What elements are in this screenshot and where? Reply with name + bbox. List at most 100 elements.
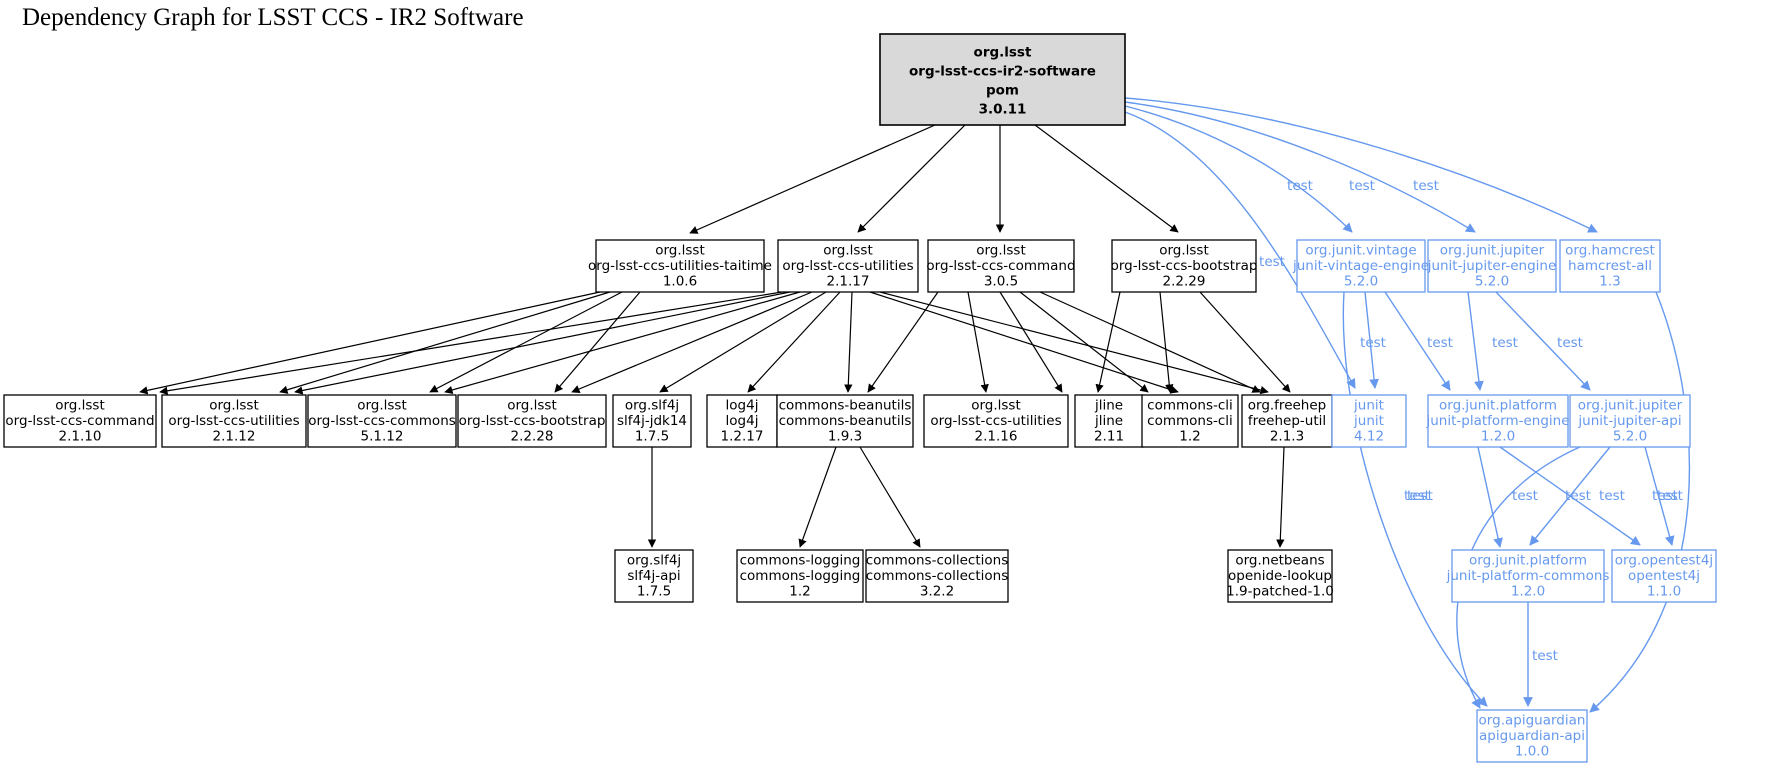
node-label-line: org-lsst-ccs-utilities bbox=[782, 258, 913, 274]
node-label-line: 2.2.29 bbox=[1163, 273, 1206, 289]
node-label-line: commons-beanutils bbox=[779, 397, 912, 413]
node-box[interactable] bbox=[1427, 239, 1557, 293]
node-box[interactable] bbox=[595, 239, 765, 293]
edge-label-test: test bbox=[1404, 488, 1430, 504]
node-label-line: commons-cli bbox=[1147, 397, 1233, 413]
node-box[interactable] bbox=[1559, 239, 1661, 293]
edge-label-test: test bbox=[1532, 648, 1558, 664]
node-label-line: hamcrest-all bbox=[1568, 258, 1652, 274]
node-box[interactable] bbox=[736, 549, 864, 603]
node-label-line: org.slf4j bbox=[625, 397, 679, 413]
graph-node[interactable]: org.lsstorg-lsst-ccs-ir2-softwarepom3.0.… bbox=[879, 33, 1126, 126]
node-label-line: org.lsst bbox=[55, 397, 105, 413]
graph-edge bbox=[1477, 446, 1503, 548]
node-box[interactable] bbox=[612, 394, 692, 448]
node-label-line: 1.2.17 bbox=[721, 428, 764, 444]
node-label-line: 2.2.28 bbox=[511, 428, 554, 444]
edge-label-test: test bbox=[1492, 335, 1518, 351]
graph-node[interactable]: commons-collectionscommons-collections3.… bbox=[865, 549, 1009, 603]
node-label-line: 3.2.2 bbox=[920, 583, 954, 599]
node-box[interactable] bbox=[1611, 549, 1717, 603]
node-label-line: org.hamcrest bbox=[1565, 242, 1655, 258]
node-label-line: 1.2 bbox=[1179, 428, 1200, 444]
edge-label-test: test bbox=[1349, 178, 1375, 194]
node-box[interactable] bbox=[1569, 394, 1691, 448]
node-label-line: org.junit.jupiter bbox=[1440, 242, 1545, 258]
node-label-line: org.junit.vintage bbox=[1305, 242, 1416, 258]
node-box[interactable] bbox=[923, 394, 1069, 448]
node-box[interactable] bbox=[777, 239, 919, 293]
edge-label-test: test bbox=[1287, 178, 1313, 194]
edge-label-test: test bbox=[1427, 335, 1453, 351]
node-box[interactable] bbox=[1227, 549, 1333, 603]
graph-node[interactable]: org.junit.platformjunit-platform-engine1… bbox=[1425, 394, 1570, 448]
node-label-line: 2.1.10 bbox=[59, 428, 102, 444]
node-box[interactable] bbox=[307, 394, 457, 448]
node-label-line: org-lsst-ccs-commons bbox=[308, 413, 456, 429]
node-label-line: pom bbox=[986, 83, 1019, 99]
graph-edge bbox=[1384, 291, 1451, 391]
node-label-line: commons-collections bbox=[866, 568, 1009, 584]
node-label-line: org.lsst bbox=[823, 242, 873, 258]
graph-edge bbox=[1095, 291, 1121, 393]
node-box[interactable] bbox=[776, 394, 914, 448]
graph-nodes: org.lsstorg-lsst-ccs-ir2-softwarepom3.0.… bbox=[3, 33, 1717, 763]
node-box[interactable] bbox=[879, 33, 1126, 126]
node-label-line: 1.7.5 bbox=[635, 428, 669, 444]
node-label-line: org.junit.jupiter bbox=[1578, 397, 1683, 413]
node-box[interactable] bbox=[1296, 239, 1426, 293]
node-box[interactable] bbox=[1074, 394, 1144, 448]
node-label-line: org.lsst bbox=[655, 242, 705, 258]
node-label-line: 5.2.0 bbox=[1475, 273, 1509, 289]
node-box[interactable] bbox=[3, 394, 157, 448]
node-box[interactable] bbox=[1331, 394, 1407, 448]
graph-node[interactable]: org.junit.vintagejunit-vintage-engine5.2… bbox=[1292, 239, 1429, 293]
node-box[interactable] bbox=[161, 394, 307, 448]
graph-node[interactable]: org.netbeansopenide-lookup1.9-patched-1.… bbox=[1226, 549, 1334, 603]
graph-edge bbox=[857, 124, 966, 233]
node-box[interactable] bbox=[706, 394, 778, 448]
node-box[interactable] bbox=[927, 239, 1075, 293]
node-box[interactable] bbox=[614, 549, 694, 603]
graph-node[interactable]: org.junit.jupiterjunit-jupiter-engine5.2… bbox=[1427, 239, 1557, 293]
node-box[interactable] bbox=[865, 549, 1009, 603]
node-label-line: 5.1.12 bbox=[361, 428, 404, 444]
edge-label-test: test bbox=[1259, 254, 1285, 270]
node-box[interactable] bbox=[1476, 709, 1588, 763]
node-label-line: org.lsst bbox=[357, 397, 407, 413]
graph-node[interactable]: org.lsstorg-lsst-ccs-utilities-taitime1.… bbox=[588, 239, 772, 293]
node-box[interactable] bbox=[1451, 549, 1605, 603]
node-box[interactable] bbox=[1427, 394, 1569, 448]
edge-label-test: test bbox=[1360, 335, 1386, 351]
node-box[interactable] bbox=[1111, 239, 1257, 293]
edge-label-test: test bbox=[1557, 335, 1583, 351]
node-label-line: org-lsst-ccs-ir2-software bbox=[909, 64, 1096, 80]
node-label-line: commons-logging bbox=[740, 568, 861, 584]
node-box[interactable] bbox=[457, 394, 607, 448]
node-label-line: jline bbox=[1094, 397, 1123, 413]
node-box[interactable] bbox=[1141, 394, 1239, 448]
graph-node[interactable]: org.junit.platformjunit-platform-commons… bbox=[1446, 549, 1610, 603]
